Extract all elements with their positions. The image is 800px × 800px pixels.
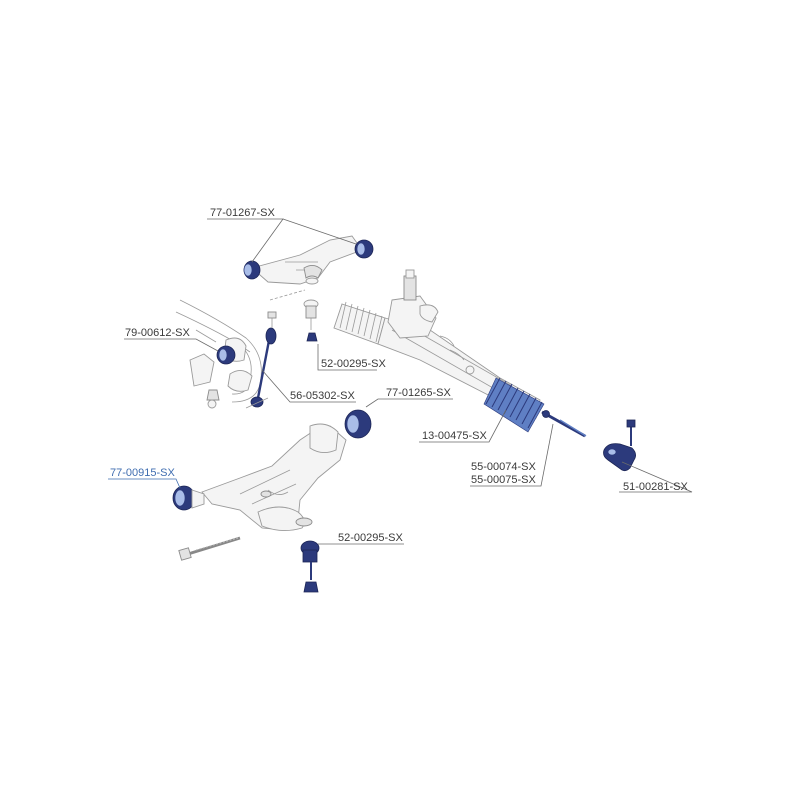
label-outer-tie-rod-end[interactable]: 51-00281-SX: [623, 481, 688, 493]
upper-control-arm: [251, 235, 363, 285]
stabilizer-bushing[interactable]: [216, 337, 247, 365]
callout-leaders: [108, 218, 693, 545]
inner-tie-rod[interactable]: [541, 410, 587, 438]
label-inner-tie-rod-2[interactable]: 55-00075-SX: [471, 474, 536, 486]
label-rack-boot[interactable]: 13-00475-SX: [422, 430, 487, 442]
rack-boot[interactable]: [483, 377, 545, 433]
lower-arm-rear-bushing[interactable]: [344, 409, 372, 439]
callout-labels: 77-01267-SX 79-00612-SX 52-00295-SX 56-0…: [110, 207, 688, 544]
label-upper-arm-bushing[interactable]: 77-01267-SX: [210, 207, 275, 219]
label-stabilizer-link[interactable]: 56-05302-SX: [290, 390, 355, 402]
lower-ball-joint[interactable]: [300, 540, 320, 593]
lower-control-arm: [201, 423, 347, 531]
upper-ball-joint[interactable]: [303, 299, 319, 342]
stabilizer-link[interactable]: [245, 311, 277, 409]
label-inner-tie-rod-1[interactable]: 55-00074-SX: [471, 461, 536, 473]
lower-arm-bolt: [178, 536, 241, 561]
lower-arm-front-bushing[interactable]: [172, 485, 205, 511]
outer-tie-rod-end[interactable]: [603, 419, 636, 472]
label-lower-arm-front-bushing[interactable]: 77-00915-SX: [110, 467, 175, 479]
label-stabilizer-bushing[interactable]: 79-00612-SX: [125, 327, 190, 339]
stabilizer-bracket: [189, 353, 253, 409]
label-upper-ball-joint[interactable]: 52-00295-SX: [321, 358, 386, 370]
upper-arm-bushing-rear[interactable]: [243, 260, 261, 280]
label-lower-arm-rear-bushing[interactable]: 77-01265-SX: [386, 387, 451, 399]
label-lower-ball-joint[interactable]: 52-00295-SX: [338, 532, 403, 544]
upper-arm-bushing-front[interactable]: [354, 239, 374, 259]
